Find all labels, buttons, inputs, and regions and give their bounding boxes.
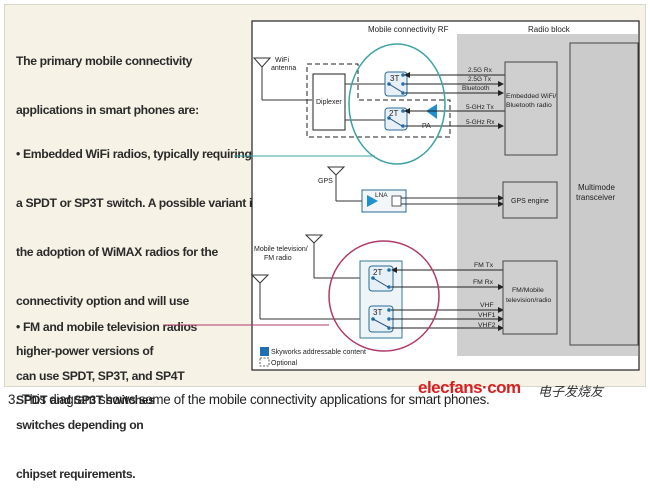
fm-radio-box [502,260,558,335]
diplexer-box [312,73,346,131]
wifi-antenna-label-2: antenna [271,65,296,72]
bullet-line: switches depending on [16,418,144,433]
wifi-radio-label-2: Bluetooth radio [506,102,552,109]
legend-optional-swatch [259,357,270,367]
gps-label: GPS [318,178,333,185]
fm-switch-2t: 2T [368,265,394,292]
intro-text: The primary mobile connectivity applicat… [16,20,199,135]
section-rf-label: Mobile connectivity RF [368,25,449,34]
bullet-line: connectivity option and will use [16,294,189,309]
bullet-wifi: • Embedded WiFi radios, typically requir… [16,113,259,425]
bullet-line: higher-power versions of [16,343,154,358]
bullet-line: • Embedded WiFi radios, typically requir… [16,146,252,161]
multimode-transceiver-box [569,42,639,346]
wifi-highlight-ellipse [348,43,446,165]
signal-2-5g-tx: 2.5G Tx [468,76,492,83]
wifi-bt-radio-box [504,61,558,156]
switch-3t: 3T [384,71,408,97]
wifi-antenna-icon [252,57,312,101]
fm-switch-2t-label: 2T [373,268,382,277]
bullet-line: • FM and mobile television radios [16,319,197,334]
transceiver-label-2: transceiver [576,193,615,202]
signal-vhf: VHF [480,302,494,309]
section-radio-label: Radio block [528,25,571,34]
gps-antenna-icon [326,166,365,202]
fm-radio-label-2: television/radio [506,297,552,304]
signal-5ghz-rx: 5-GHz Rx [466,119,495,126]
lna-label: LNA [375,192,388,199]
fm-switch-3t: 3T [368,305,394,333]
signal-vhf2: VHF2 [478,322,496,329]
fm-switch-3t-label: 3T [373,308,382,317]
signal-fm-tx: FM Tx [474,262,494,269]
intro-line: The primary mobile connectivity [16,53,193,68]
bullet-line: a SPDT or SP3T switch. A possible varian… [16,196,259,211]
lna-amplifier-icon [367,195,378,207]
fm-radio-label-1: FM/Mobile [512,287,544,294]
lna-box [361,189,407,213]
signal-fm-rx: FM Rx [473,279,494,286]
tv-antenna-label-1: Mobile television/ [254,246,308,253]
gps-engine-label: GPS engine [511,198,549,205]
signal-vhf1: VHF1 [478,312,496,319]
figure-caption: 3. This diagram shows some of the mobile… [8,392,490,407]
bullet-line: chipset requirements. [16,467,136,482]
watermark-site: elecfans·com [418,378,521,397]
watermark-cn: 电子发烧友 [538,385,604,400]
switch-2t-label: 2T [389,109,398,118]
signal-2-5g-rx: 2.5G Rx [468,67,493,74]
gps-engine-box [502,181,558,219]
legend-skyworks-label: Skyworks addressable content [271,349,366,356]
diplexer-label: Diplexer [316,99,342,106]
filter-icon [391,195,402,207]
transceiver-label-1: Multimode [578,183,615,192]
legend-skyworks-swatch [260,347,269,356]
legend-optional-label: Optional [271,360,298,367]
switch-3t-label: 3T [390,74,399,83]
block-diagram: Mobile connectivity RF Radio block Multi… [164,20,640,371]
wifi-radio-label-1: Embedded WiFi/ [506,93,556,100]
tv-antenna-label-2: FM radio [264,255,292,262]
signal-5ghz-tx: 5-GHz Tx [466,104,494,111]
wifi-antenna-label-1: WiFi [275,57,289,64]
intro-line: applications in smart phones are: [16,103,199,118]
switch-2t: 2T [384,107,408,131]
bullet-line: the adoption of WiMAX radios for the [16,245,218,260]
bullet-line: can use SPDT, SP3T, and SP4T [16,369,185,384]
signal-bluetooth: Bluetooth [462,85,490,92]
fm-highlight-ellipse [328,240,440,352]
optional-dashed-region [306,63,451,138]
fm-antenna-icon [250,274,371,320]
bullet-line: SPDT and SP3T switches [16,392,155,407]
